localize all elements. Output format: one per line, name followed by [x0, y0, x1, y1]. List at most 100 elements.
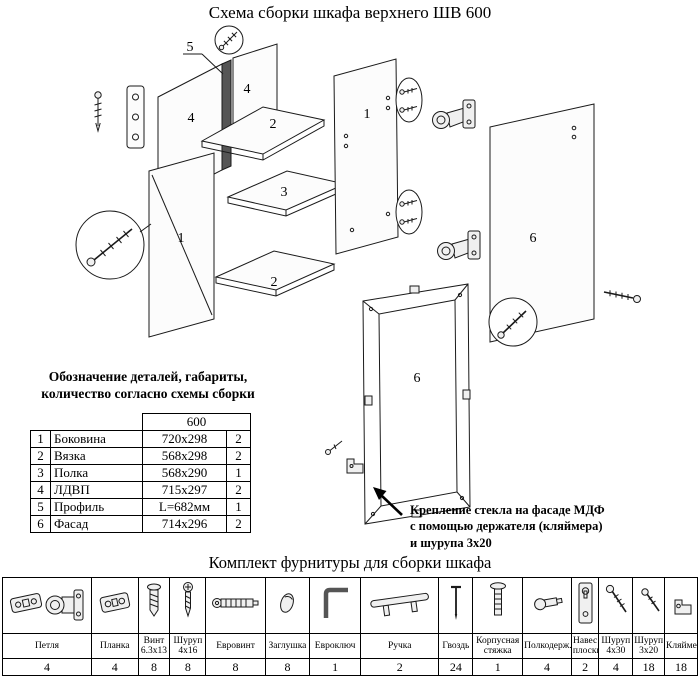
- confirmat-screw-icon: [211, 598, 259, 608]
- label-back-left: 4: [188, 111, 195, 126]
- screw-icon: [94, 91, 102, 133]
- hardware-qty: 4: [90, 658, 139, 676]
- table-row: 1 Боковина 720x298 2: [30, 430, 251, 448]
- label-facade: 6: [530, 231, 537, 246]
- part-size: L=682мм: [142, 498, 227, 516]
- cap-cell: [264, 577, 311, 634]
- part-size: 715x297: [142, 481, 227, 499]
- part-qty: 2: [226, 481, 251, 499]
- part-size: 714x296: [142, 515, 227, 533]
- label-side-right: 1: [364, 107, 371, 122]
- parts-note: Обозначение деталей, габариты, количеств…: [28, 369, 268, 403]
- part-name: ЛДВП: [50, 481, 143, 499]
- shelf-bottom: [214, 250, 336, 297]
- hex-key-cell: [309, 577, 362, 634]
- part-num: 4: [30, 481, 51, 499]
- part-name: Полка: [50, 464, 143, 482]
- table-row: 4 ЛДВП 715x297 2: [30, 481, 251, 499]
- part-size: 568x290: [142, 464, 227, 482]
- flat-hanger-icon: [578, 582, 593, 624]
- callout-screw-left: [75, 210, 152, 280]
- hardware-name: Корпусная стяжка: [472, 633, 524, 659]
- hardware-qty: 8: [169, 658, 207, 676]
- label-frame: 6: [414, 371, 421, 386]
- cabinet-bolt-cell: [472, 577, 524, 634]
- glass-clip-icon: [674, 599, 692, 615]
- hardware-qty: 2: [570, 658, 600, 676]
- part-qty: 2: [226, 430, 251, 448]
- wood-screw-icon: [182, 582, 193, 618]
- hardware-qty: 4: [522, 658, 572, 676]
- hardware-icons-row: [2, 577, 698, 634]
- hardware-qty: 18: [664, 658, 698, 676]
- cap-icon: [280, 593, 295, 613]
- callout-euroscrews-bottom: [395, 189, 423, 235]
- hardware-name: Заглушка: [264, 633, 311, 659]
- pointer-arrow: [373, 487, 403, 516]
- hardware-name: Евровинт: [205, 633, 266, 659]
- glass-note-line1: Крепление стекла на фасаде МДФ: [410, 503, 605, 517]
- hardware-name: Евроключ: [309, 633, 362, 659]
- shelf-top: [200, 106, 326, 161]
- hinge-icon: [9, 589, 84, 621]
- empty-cell: [51, 414, 143, 431]
- label-shelf-bottom: 2: [271, 275, 278, 290]
- part-name: Профиль: [50, 498, 143, 516]
- part-qty: 1: [226, 464, 251, 482]
- part-size: 568x298: [142, 447, 227, 465]
- hinge-top: [432, 99, 476, 129]
- shelf-pin-icon: [534, 597, 563, 611]
- bolt-screw-cell: [137, 577, 171, 634]
- hardware-name: Планка: [90, 633, 139, 659]
- parts-note-line1: Обозначение деталей, габариты,: [48, 369, 248, 384]
- panel-side-right: [333, 58, 399, 255]
- hardware-qty: 18: [632, 658, 666, 676]
- screw-3x20-cell: [632, 577, 666, 634]
- parts-table: 600 1 Боковина 720x298 2 2 Вязка 568x298…: [30, 413, 251, 533]
- nail-icon: [450, 585, 461, 620]
- callout-screw-top: [214, 25, 244, 55]
- part-name: Вязка: [50, 447, 143, 465]
- part-num: 1: [30, 430, 51, 448]
- shelf-pin-cell: [522, 577, 572, 634]
- table-row: 5 Профиль L=682мм 1: [30, 498, 251, 516]
- wood-screw-cell: [169, 577, 207, 634]
- hardware-qty: 24: [438, 658, 474, 676]
- hardware-qty: 4: [2, 658, 92, 676]
- hardware-title: Комплект фурнитуры для сборки шкафа: [208, 553, 492, 572]
- handle-cell: [360, 577, 440, 634]
- parts-size-header: 600: [142, 413, 251, 431]
- glass-note-line3: и шурупа 3x20: [410, 535, 492, 550]
- parts-note-line2: количество согласно схемы сборки: [41, 385, 255, 401]
- hardware-table: Петля Планка Винт 6.3x13 Шуруп 4x16 Евро…: [2, 577, 698, 676]
- bolt-screw-icon: [146, 583, 161, 617]
- part-name: Фасад: [50, 515, 143, 533]
- glass-clip-cell: [664, 577, 698, 634]
- hardware-qty: 1: [472, 658, 524, 676]
- hardware-names-row: Петля Планка Винт 6.3x13 Шуруп 4x16 Евро…: [2, 633, 698, 659]
- mounting-plate-cell: [90, 577, 139, 634]
- mounting-plate: [126, 85, 145, 149]
- hardware-name: Шуруп 3x20: [632, 633, 666, 659]
- hinge-bottom: [437, 230, 481, 260]
- hardware-qty: 8: [137, 658, 171, 676]
- part-num: 5: [30, 498, 51, 516]
- handle-screw: [603, 290, 641, 303]
- label-shelf-top: 2: [270, 117, 277, 132]
- handle-icon: [370, 592, 429, 617]
- part-num: 3: [30, 464, 51, 482]
- hardware-name: Ручка: [360, 633, 440, 659]
- page-title: Схема сборки шкафа верхнего ШВ 600: [208, 3, 492, 22]
- callout-euroscrews-top: [395, 77, 423, 123]
- hardware-qty: 1: [309, 658, 362, 676]
- table-row: 6 Фасад 714x296 2: [30, 515, 251, 533]
- table-row: 3 Полка 568x290 1: [30, 464, 251, 482]
- hex-key-icon: [323, 587, 349, 618]
- label-side-left: 1: [178, 231, 185, 246]
- hardware-name: Гвоздь: [438, 633, 474, 659]
- hardware-qty-row: 4 4 8 8 8 8 1 2 24 1 4 2 4 18 18: [2, 658, 698, 676]
- label-profile: 5: [187, 40, 194, 55]
- glass-clip-detail: [325, 440, 364, 474]
- part-qty: 2: [226, 447, 251, 465]
